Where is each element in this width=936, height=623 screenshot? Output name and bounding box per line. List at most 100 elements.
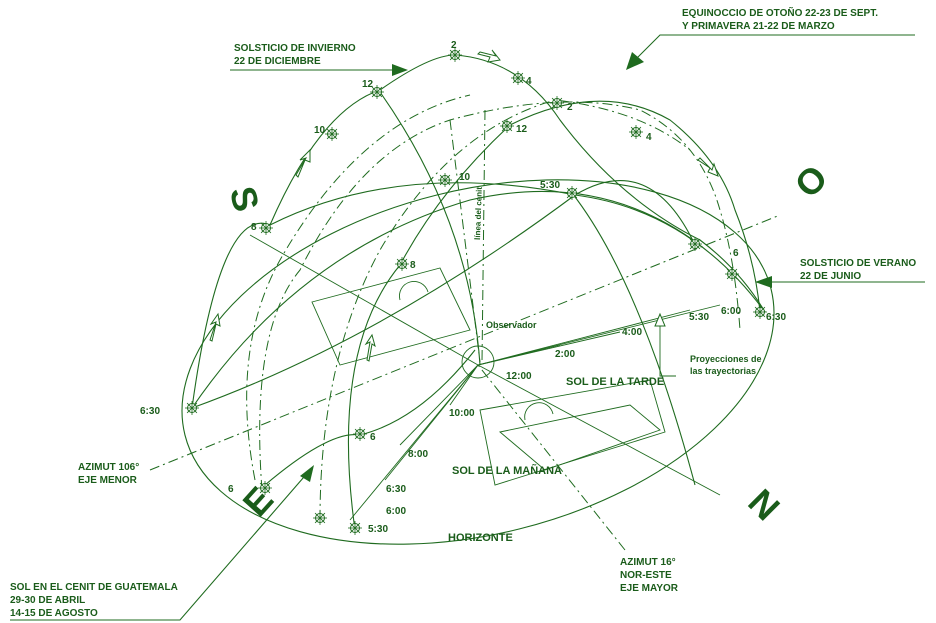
dir-arrow-left-up [295, 148, 311, 178]
time-h6-low: 6 [370, 432, 376, 443]
sun-marker [565, 186, 579, 200]
sun-marker [753, 305, 767, 319]
winter-label-2: 22 DE DICIEMBRE [234, 56, 321, 67]
afternoon-projection [499, 404, 661, 471]
time-w8: 8 [251, 222, 257, 233]
pointer-arrows [10, 34, 925, 621]
inner-arc [246, 94, 471, 481]
sun-marker [725, 267, 739, 281]
time-h6-left: 6 [228, 484, 234, 495]
azimut-major-3: EJE MAYOR [620, 583, 679, 594]
time-h600-right: 6:00 [721, 306, 741, 317]
time-e12: 12 [516, 124, 528, 135]
observer-label: Observador [486, 320, 537, 330]
equinox-label-1: EQUINOCCIO DE OTOÑO 22-23 DE SEPT. [682, 6, 878, 19]
labels: SOLSTICIO DE INVIERNO 22 DE DICIEMBRE EQ… [10, 6, 916, 619]
time-e2: 2 [567, 102, 573, 113]
zenith-label-2: 29-30 DE ABRIL [10, 595, 85, 606]
time-w2: 2 [451, 40, 457, 51]
time-s530: 5:30 [540, 180, 560, 191]
time-h530-bottom: 5:30 [368, 524, 388, 535]
compass-east: E [235, 479, 282, 524]
time-h1000: 10:00 [449, 408, 475, 419]
horizon-label: HORIZONTE [448, 532, 513, 544]
morning-projection [311, 267, 471, 366]
time-h800: 8:00 [408, 449, 428, 460]
equinox-label-2: Y PRIMAVERA 21-22 DE MARZO [682, 21, 835, 32]
sun-marker [629, 125, 643, 139]
dir-arrow-right [697, 157, 719, 177]
horizon-ellipse [181, 179, 775, 545]
time-s6: 6 [733, 248, 739, 259]
afternoon-projection-outer [479, 379, 666, 486]
zenith-pointer [10, 469, 311, 621]
minor-axis [149, 214, 781, 471]
time-w4: 4 [526, 76, 532, 87]
sun-marker [313, 511, 327, 525]
azimut-major-2: NOR-ESTE [620, 570, 672, 581]
time-h200: 2:00 [555, 349, 575, 360]
zenith-pointer-head [300, 465, 314, 482]
winter-pointer-head [392, 64, 408, 76]
morning-semicircle [399, 281, 429, 301]
ray-800 [399, 364, 479, 446]
time-h400: 4:00 [622, 327, 642, 338]
equinox-pointer [629, 34, 915, 66]
time-h1200: 12:00 [506, 371, 532, 382]
time-w12: 12 [362, 79, 374, 90]
axis-to-south [249, 234, 479, 366]
second-arc [191, 180, 696, 409]
time-h600-bottom: 6:00 [386, 506, 406, 517]
meridian-arc [191, 190, 701, 409]
equinox-pointer-head [626, 52, 644, 70]
zenith-label-3: 14-15 DE AGOSTO [10, 608, 98, 619]
compass-north: N [740, 481, 787, 528]
sun-marker [258, 481, 272, 495]
ray-600r [477, 304, 721, 366]
compass-west: O [787, 157, 836, 206]
sun-marker [448, 48, 462, 62]
sun-markers [185, 48, 767, 535]
compass-south: S [222, 182, 268, 215]
projections-label-2: las trayectorias [690, 366, 756, 376]
afternoon-semicircle [524, 402, 554, 421]
sun-marker [185, 401, 199, 415]
equinox-arc [259, 101, 741, 491]
dir-arrow-mid [364, 333, 376, 362]
zenith-label-1: SOL EN EL CENIT DE GUATEMALA [10, 582, 178, 593]
sun-marker [500, 119, 514, 133]
sun-marker [259, 221, 273, 235]
morning-label: SOL DE LA MAÑANA [452, 464, 562, 477]
afternoon-label: SOL DE LA TARDE [566, 376, 664, 388]
time-e8: 8 [410, 260, 416, 271]
time-s630: 6:30 [766, 312, 786, 323]
dir-arrow-left-mid [209, 312, 221, 342]
azimut-minor-2: EJE MENOR [78, 475, 138, 486]
time-w10: 10 [314, 125, 326, 136]
sun-marker [438, 173, 452, 187]
winter-label-1: SOLSTICIO DE INVIERNO [234, 43, 356, 54]
zenith-arc [319, 99, 691, 521]
sun-marker [511, 71, 525, 85]
major-axis [477, 364, 626, 551]
zenith-line-2 [449, 119, 481, 363]
summer-label-2: 22 DE JUNIO [800, 271, 861, 282]
sun-marker [348, 521, 362, 535]
summer-solstice-arc [347, 100, 761, 531]
zenith-line [481, 109, 486, 363]
time-h630-bottom: 6:30 [386, 484, 406, 495]
zenith-line-label: línea del cenit [473, 187, 484, 241]
arc-right-down [571, 192, 696, 486]
arc-lower [264, 349, 476, 486]
sun-marker [353, 427, 367, 441]
projections-pointer [659, 318, 676, 377]
azimut-minor-1: AZIMUT 106° [78, 462, 139, 473]
time-e4: 4 [646, 132, 652, 143]
sun-marker [688, 237, 702, 251]
axis-to-north [477, 364, 721, 496]
time-h630-left: 6:30 [140, 406, 160, 417]
direction-arrows [209, 49, 719, 362]
observer-circle [461, 345, 495, 379]
